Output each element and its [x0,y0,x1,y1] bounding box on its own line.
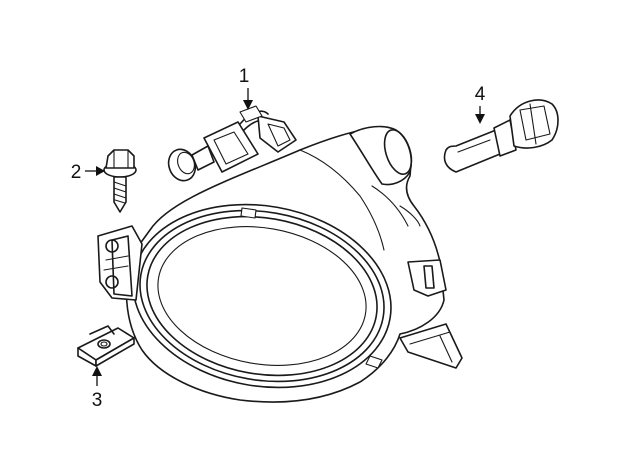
callout-label: 2 [71,162,82,183]
callout-1: 1 [239,66,253,110]
bulb-socket-part [167,105,297,182]
callout-label: 1 [239,66,250,87]
callout-2: 2 [71,162,105,183]
arrow-head [96,166,105,176]
bulb-part [443,99,559,173]
arrow-head [475,114,485,124]
clip-nut-part [77,325,135,367]
callout-label: 4 [475,84,486,105]
arrow-head [92,366,102,376]
callout-label: 3 [92,390,103,411]
left-mount-bracket [97,225,143,301]
screw-part [103,149,137,213]
arrow-head [243,100,253,110]
callout-3: 3 [92,366,103,411]
callout-4: 4 [475,84,486,124]
